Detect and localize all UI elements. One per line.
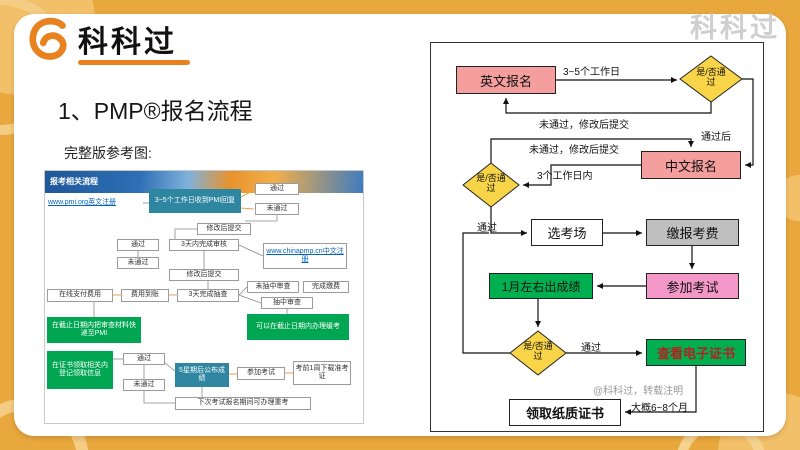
node-take-exam: 参加考试 bbox=[646, 273, 739, 299]
decision3-diamond bbox=[509, 330, 567, 376]
pmp-flowchart: 英文报名 是/否通过 中文报名 是/否通过 选考场 缴报考费 1月左右出成绩 参… bbox=[430, 42, 764, 432]
label-after-pass: 通过后 bbox=[701, 132, 731, 143]
mini-node-fee-arrived: 费用到账 bbox=[121, 289, 169, 302]
brand-underline bbox=[78, 60, 190, 65]
mini-node-chinapmp: www.chinapmp.cn中文注册 bbox=[263, 243, 347, 269]
label-wait-3-5-days: 3~5个工作日 bbox=[563, 67, 620, 78]
mini-node-pass1: 通过 bbox=[255, 183, 299, 195]
page-title: 1、PMP®报名流程 bbox=[58, 98, 253, 124]
mini-node-pay-done: 完成缴费 bbox=[303, 281, 349, 293]
label-pass-2: 通过 bbox=[477, 223, 497, 234]
mini-node-pass2: 通过 bbox=[117, 239, 159, 251]
node-decision1: 是/否通过 bbox=[696, 67, 726, 88]
mini-node-pass3: 通过 bbox=[123, 353, 165, 365]
mini-node-fail1: 未通过 bbox=[255, 203, 299, 215]
brand-name: 科科过 bbox=[78, 26, 177, 59]
node-decision2: 是/否通过 bbox=[476, 173, 506, 194]
mini-node-defer-exam: 可以在截止日期内办理缓考 bbox=[247, 314, 349, 340]
mini-node-fail2: 未通过 bbox=[117, 257, 159, 269]
label-wait-6-8-months: 大概6~8个月 bbox=[631, 403, 688, 414]
node-pay-fee: 缴报考费 bbox=[646, 219, 739, 246]
decision2-diamond bbox=[462, 162, 520, 208]
mini-node-audited: 抽中审查 bbox=[261, 297, 313, 309]
node-decision3: 是/否通过 bbox=[523, 341, 553, 362]
label-pass-3: 通过 bbox=[581, 343, 601, 354]
decision1-diamond bbox=[679, 55, 743, 103]
mini-node-audit-check: 3天完成抽查 bbox=[177, 289, 239, 302]
mini-node-fail3: 未通过 bbox=[123, 379, 165, 391]
flowchart-watermark: @科科过，转载注明 bbox=[593, 386, 684, 397]
mini-node-take-exam: 参加考试 bbox=[237, 367, 285, 380]
mini-node-review3days: 3天内完成审核 bbox=[169, 239, 239, 251]
label-wait-3-days: 3个工作日内 bbox=[537, 171, 593, 182]
node-english-registration: 英文报名 bbox=[456, 66, 556, 94]
mini-node-pmi-reply: 3~5个工作日收到PMI回复 bbox=[149, 189, 241, 213]
brand-swirl-icon bbox=[29, 17, 67, 60]
mini-node-not-audited: 未抽中审查 bbox=[247, 281, 299, 293]
node-choose-site: 选考场 bbox=[531, 219, 603, 246]
brand-logo: 科科过 bbox=[26, 16, 177, 62]
flowchart-arrows bbox=[462, 55, 754, 415]
corner-watermark: 科科过 bbox=[690, 13, 780, 43]
mini-node-retake: 下次考试报名期间可办理重考 bbox=[175, 397, 311, 410]
mini-node-print-ticket: 考前1周下载准考证 bbox=[293, 361, 351, 385]
mini-flow-arrows bbox=[93, 189, 293, 404]
mini-node-pmi-link: www.pmi.org英文注册 bbox=[48, 198, 117, 206]
mini-node-resubmit2: 修改后提交 bbox=[169, 269, 239, 281]
reference-flowchart-image: 报考相关流程 www.pmi.org英文注册 3~5个工作日收到PMI回复 通过… bbox=[44, 170, 364, 424]
page-subtitle: 完整版参考图: bbox=[64, 145, 152, 161]
label-fail-resubmit-2: 未通过，修改后提交 bbox=[529, 145, 619, 156]
node-paper-cert: 领取纸质证书 bbox=[509, 399, 621, 426]
mini-node-cert-register: 在证书领取相关内登记领取信息 bbox=[47, 351, 113, 389]
node-ecert: 查看电子证书 bbox=[646, 339, 746, 366]
node-results: 1月左右出成绩 bbox=[489, 273, 593, 299]
label-fail-resubmit-1: 未通过，修改后提交 bbox=[539, 120, 629, 131]
mini-node-mail-pmi: 在截止日期内把审查材料快递至PMI bbox=[47, 317, 141, 343]
mini-node-results-5wk: 5星期后公布成绩 bbox=[175, 363, 229, 387]
node-chinese-registration: 中文报名 bbox=[641, 151, 741, 179]
mini-node-resubmit1: 修改后提交 bbox=[197, 223, 251, 235]
mini-node-pay-online: 在线支付费用 bbox=[47, 289, 113, 302]
